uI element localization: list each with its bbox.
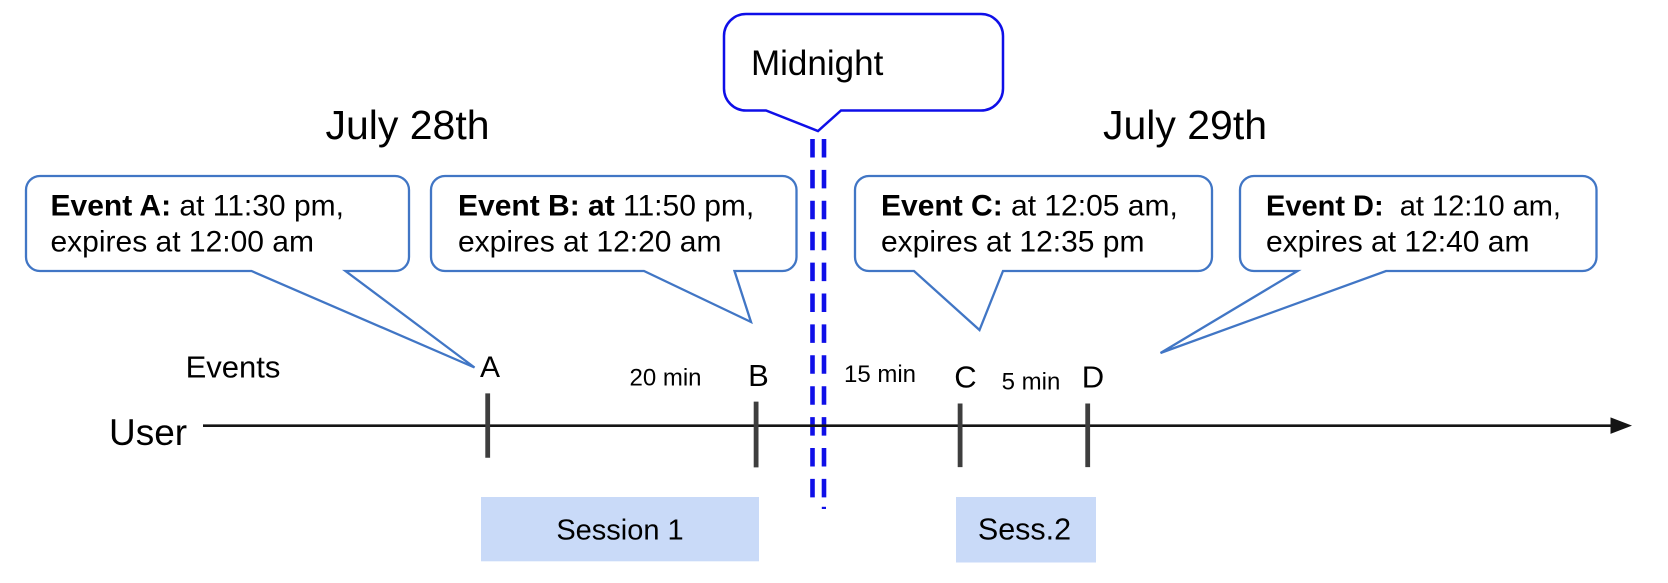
svg-text:20 min: 20 min [629,365,701,392]
svg-text:July 28th: July 28th [325,102,489,148]
svg-text:D: D [1082,360,1104,395]
svg-text:Event C: at 12:05 am,: Event C: at 12:05 am, [881,190,1178,223]
svg-text:Session 1: Session 1 [556,515,683,547]
svg-text:expires at 12:00 am: expires at 12:00 am [51,225,314,258]
svg-text:A: A [480,351,500,384]
svg-text:Events: Events [186,350,281,385]
svg-text:Midnight: Midnight [751,44,884,83]
svg-text:Sess.2: Sess.2 [978,513,1071,547]
svg-text:Event B: at 11:50 pm,: Event B: at 11:50 pm, [458,190,754,223]
svg-text:July 29th: July 29th [1103,102,1267,148]
svg-text:Event D: at 12:10 am,: Event D: at 12:10 am, [1266,191,1561,223]
svg-text:expires at 12:20 am: expires at 12:20 am [458,225,721,258]
svg-text:Event A: at 11:30 pm,: Event A: at 11:30 pm, [51,190,344,223]
svg-text:B: B [748,358,769,393]
svg-text:C: C [954,360,976,395]
svg-text:expires at 12:35 pm: expires at 12:35 pm [881,225,1144,258]
svg-text:User: User [109,412,187,453]
svg-text:expires at 12:40 am: expires at 12:40 am [1266,225,1529,258]
svg-text:5 min: 5 min [1002,369,1061,396]
svg-text:15 min: 15 min [844,361,916,388]
